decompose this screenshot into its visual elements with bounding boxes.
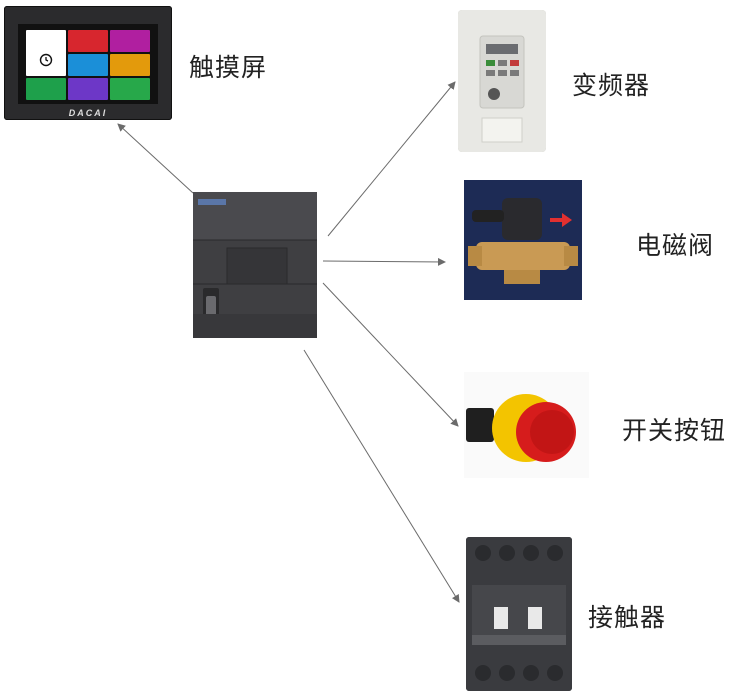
flow-arrow-icon [550,213,572,227]
vfd-knob-icon [488,88,500,100]
tile-orange [110,54,150,76]
arrow-to-button [322,282,459,427]
tile-green [26,78,66,100]
arrow-to-valve [322,257,446,266]
label-contactor: 接触器 [588,603,667,632]
label-vfd: 变频器 [572,71,651,100]
label-valve: 电磁阀 [636,231,715,260]
tile-blue [68,54,108,76]
plc-device [193,192,317,338]
arrow-to-contactor [303,349,460,603]
tile-green-2 [110,78,150,100]
contactor-device [466,537,572,691]
touchscreen-device: DACAI [4,6,172,120]
arrow-to-vfd [327,81,456,237]
tile-purple [68,78,108,100]
label-button: 开关按钮 [622,416,727,445]
touchscreen-display [18,24,158,104]
emergency-button-device [464,372,589,478]
clock-icon [39,53,53,67]
tile-magenta [110,30,150,52]
plc-brand-badge [198,199,226,205]
clock-tile [26,30,66,76]
label-touchscreen: 触摸屏 [189,53,268,82]
vfd-device [458,10,546,152]
tile-red [68,30,108,52]
valve-device [464,180,582,300]
arrow-to-touchscreen [117,123,194,194]
touchscreen-brand: DACAI [68,108,108,118]
